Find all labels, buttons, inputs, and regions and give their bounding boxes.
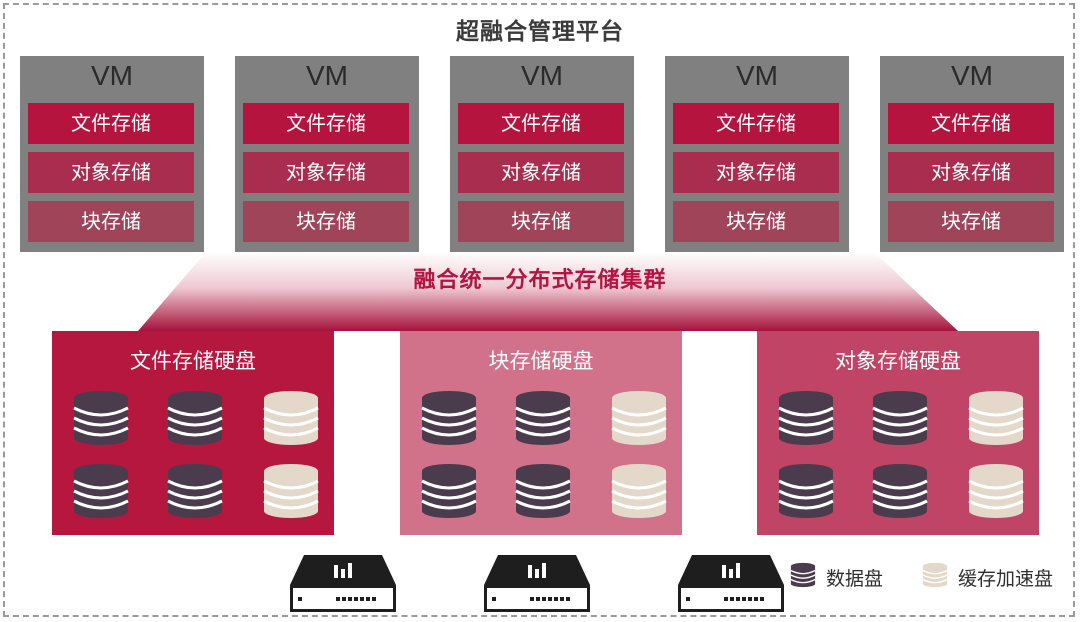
data-disk-icon bbox=[166, 389, 224, 447]
disk-grid bbox=[400, 389, 682, 529]
vm-file-storage: 文件存储 bbox=[28, 103, 194, 144]
cache-disk-icon bbox=[610, 389, 668, 447]
vm-label: VM bbox=[736, 60, 778, 91]
data-disk-icon bbox=[777, 389, 835, 447]
vm-block-storage: 块存储 bbox=[458, 201, 624, 242]
data-disk-icon bbox=[72, 462, 130, 520]
cache-disk-icon bbox=[967, 389, 1025, 447]
data-disk-icon bbox=[166, 462, 224, 520]
cluster-title: 融合统一分布式存储集群 bbox=[413, 268, 667, 293]
server-icon bbox=[290, 555, 396, 612]
cache-disk-icon bbox=[610, 462, 668, 520]
data-disk-icon bbox=[514, 462, 572, 520]
legend-cache-label: 缓存加速盘 bbox=[958, 567, 1054, 590]
pool-title: 块存储硬盘 bbox=[488, 349, 594, 373]
vm-3: VM 文件存储 对象存储 块存储 bbox=[450, 56, 634, 252]
vm-object-storage: 对象存储 bbox=[458, 152, 624, 193]
vm-2: VM 文件存储 对象存储 块存储 bbox=[235, 56, 419, 252]
data-disk-icon bbox=[777, 462, 835, 520]
vm-1: VM 文件存储 对象存储 块存储 bbox=[20, 56, 204, 252]
vm-block-storage: 块存储 bbox=[28, 201, 194, 242]
vm-object-storage: 对象存储 bbox=[673, 152, 839, 193]
legend-data-disk: 数据盘 bbox=[790, 562, 883, 592]
platform-title: 超融合管理平台 bbox=[456, 19, 624, 45]
disk-grid bbox=[52, 389, 334, 529]
vm-label: VM bbox=[951, 60, 993, 91]
vm-file-storage: 文件存储 bbox=[888, 103, 1054, 144]
vm-block-storage: 块存储 bbox=[673, 201, 839, 242]
server-icon bbox=[678, 555, 784, 612]
disk-grid bbox=[757, 389, 1039, 529]
vm-object-storage: 对象存储 bbox=[28, 152, 194, 193]
data-disk-icon bbox=[871, 389, 929, 447]
vm-5: VM 文件存储 对象存储 块存储 bbox=[880, 56, 1064, 252]
cache-disk-icon bbox=[967, 462, 1025, 520]
legend-data-label: 数据盘 bbox=[826, 567, 884, 590]
data-disk-icon bbox=[420, 389, 478, 447]
data-disk-icon bbox=[420, 462, 478, 520]
vm-file-storage: 文件存储 bbox=[458, 103, 624, 144]
pool-object-storage: 对象存储硬盘 bbox=[757, 331, 1039, 535]
pool-block-storage: 块存储硬盘 bbox=[400, 331, 682, 535]
server-icon bbox=[484, 555, 590, 612]
data-disk-icon bbox=[72, 389, 130, 447]
vm-label: VM bbox=[91, 60, 133, 91]
vm-block-storage: 块存储 bbox=[243, 201, 409, 242]
vm-label: VM bbox=[521, 60, 563, 91]
pool-title: 文件存储硬盘 bbox=[130, 349, 256, 373]
platform-frame bbox=[3, 3, 1075, 617]
data-disk-icon bbox=[871, 462, 929, 520]
vm-4: VM 文件存储 对象存储 块存储 bbox=[665, 56, 849, 252]
vm-block-storage: 块存储 bbox=[888, 201, 1054, 242]
vm-file-storage: 文件存储 bbox=[673, 103, 839, 144]
database-icon bbox=[790, 562, 816, 592]
vm-label: VM bbox=[306, 60, 348, 91]
cache-disk-icon bbox=[262, 462, 320, 520]
vm-object-storage: 对象存储 bbox=[243, 152, 409, 193]
vm-file-storage: 文件存储 bbox=[243, 103, 409, 144]
data-disk-icon bbox=[514, 389, 572, 447]
legend-cache-disk: 缓存加速盘 bbox=[922, 562, 1053, 592]
pool-title: 对象存储硬盘 bbox=[835, 349, 961, 373]
database-icon bbox=[922, 562, 948, 592]
cache-disk-icon bbox=[262, 389, 320, 447]
pool-file-storage: 文件存储硬盘 bbox=[52, 331, 334, 535]
vm-object-storage: 对象存储 bbox=[888, 152, 1054, 193]
